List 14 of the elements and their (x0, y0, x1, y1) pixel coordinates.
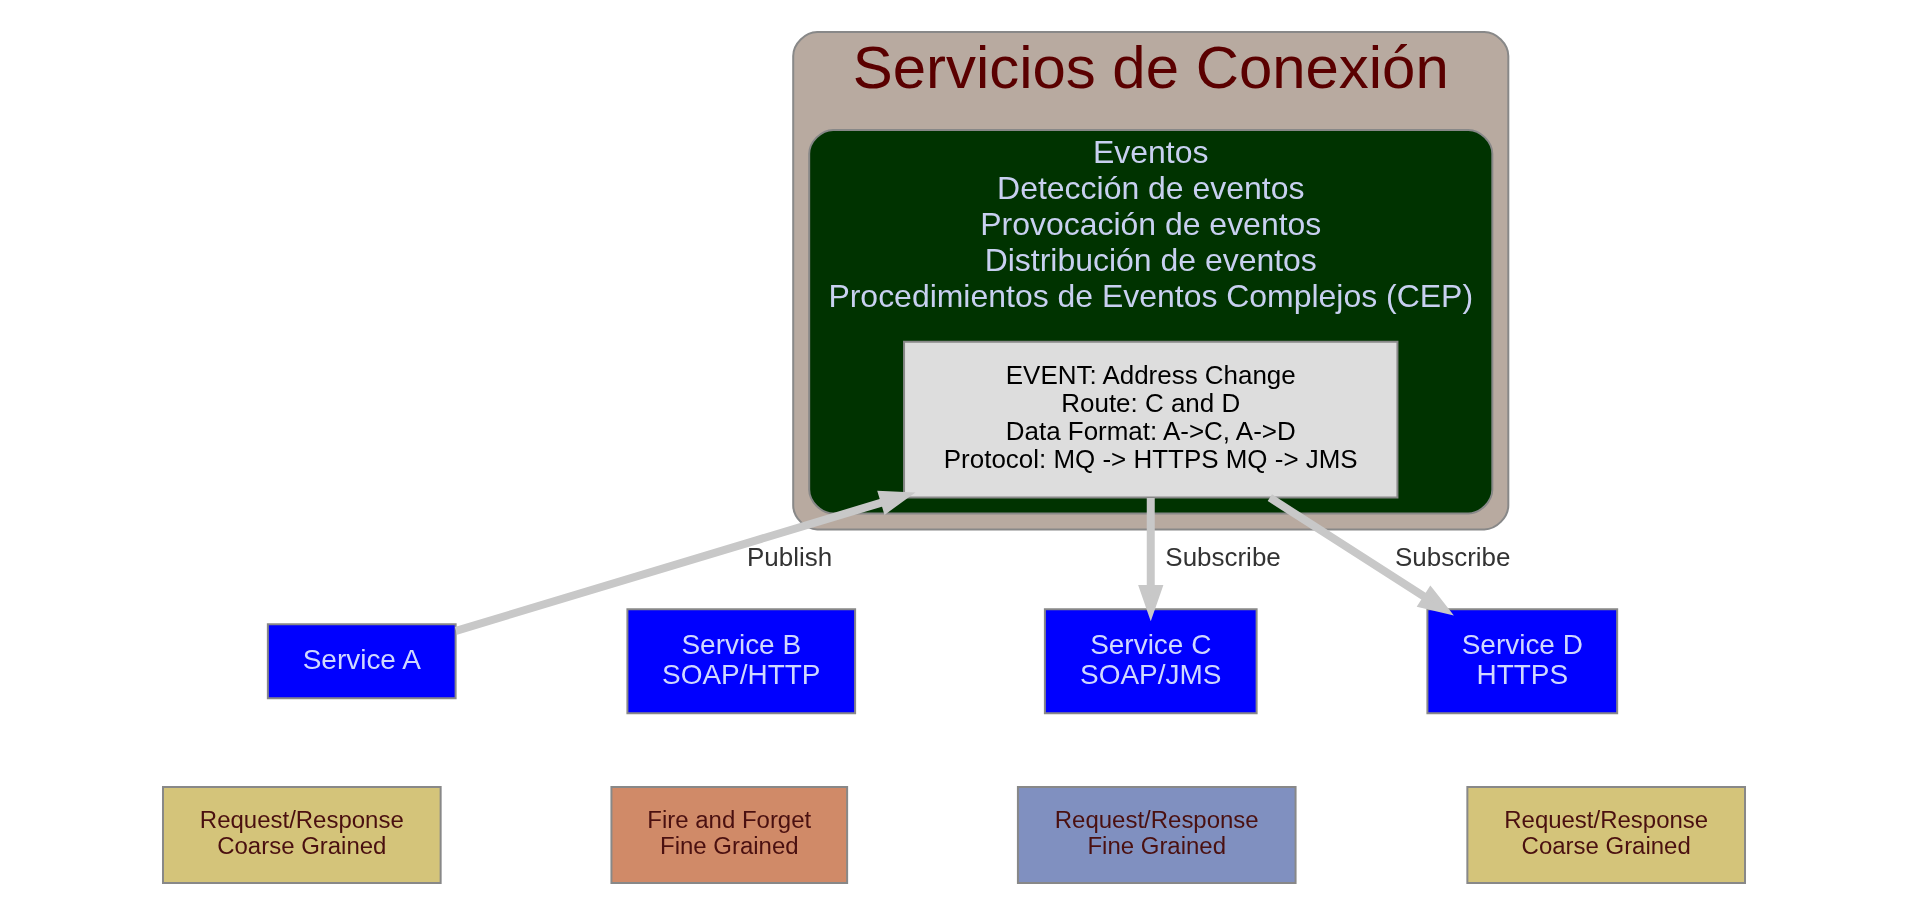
node-box: Fire and Forget Fine Grained (610, 786, 849, 884)
edge-label: Publish (747, 542, 833, 573)
node-box: EVENT: Address Change Route: C and D Data Format: A->C, A->D Protocol: MQ -> HTTPS MQ -> JMS (903, 340, 1399, 499)
node-box: Service D HTTPS (1426, 608, 1619, 715)
node-box: Service B SOAP/HTTP (626, 608, 857, 715)
node-box: Request/Response Coarse Grained (162, 786, 442, 884)
arrow (454, 490, 916, 635)
node-box: Request/Response Coarse Grained (1466, 786, 1746, 884)
node-box: Service C SOAP/JMS (1043, 608, 1258, 715)
node-box: Request/Response Fine Grained (1016, 786, 1297, 884)
arrow (1138, 498, 1164, 622)
node-box: Service A (266, 623, 457, 700)
edge-label: Subscribe (1165, 542, 1281, 573)
edge-label: Subscribe (1395, 542, 1511, 573)
